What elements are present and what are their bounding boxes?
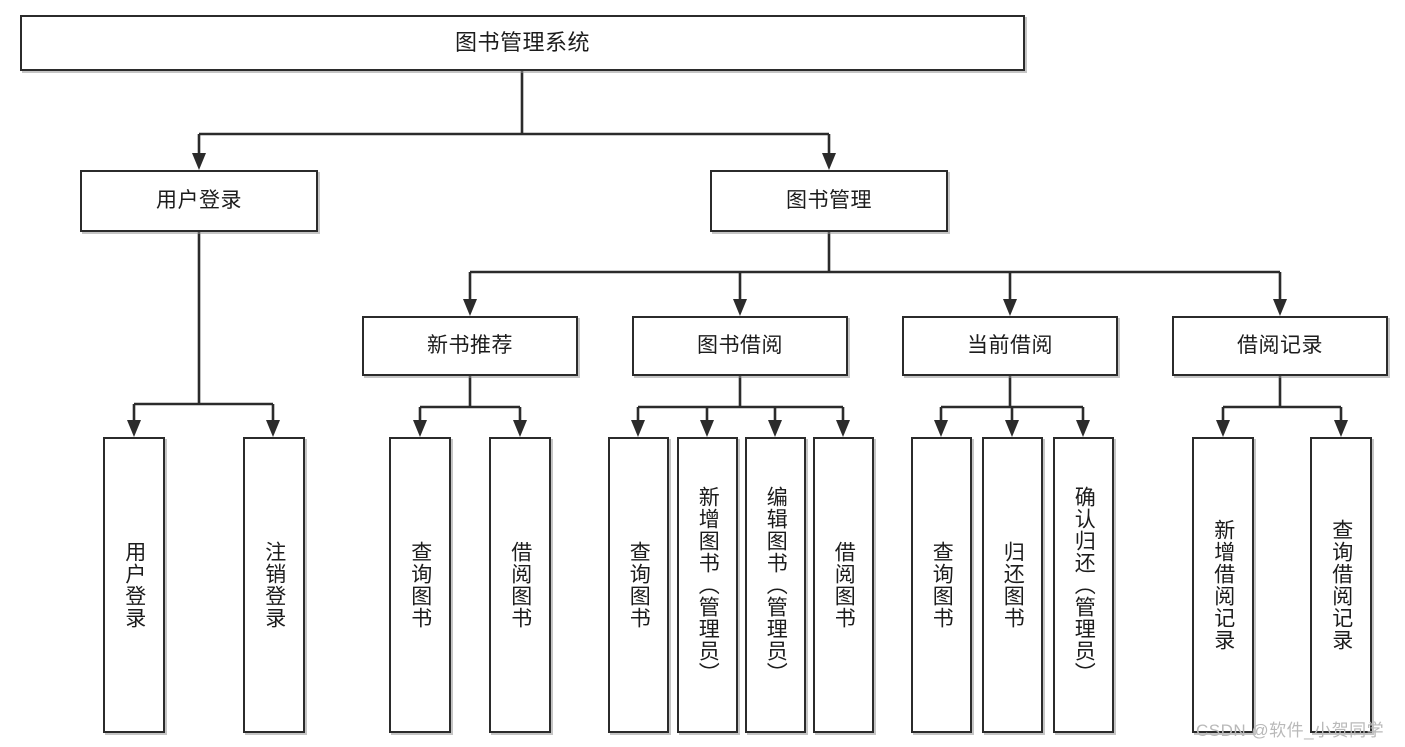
arrowhead [1076, 420, 1090, 437]
node-current-borrow: 当前借阅 [902, 316, 1118, 376]
arrowhead [1216, 420, 1230, 437]
node-label: 借阅记录 [1237, 334, 1323, 358]
arrowhead [1003, 299, 1017, 316]
arrowhead [513, 420, 527, 437]
node-label: 图书管理 [786, 189, 872, 213]
node-label: 归还图书 [1001, 541, 1025, 629]
arrowhead [822, 153, 836, 170]
arrowhead [934, 420, 948, 437]
node-label: 当前借阅 [967, 334, 1053, 358]
arrowhead [463, 299, 477, 316]
node-leaf-add-book: 新增图书（管理员） [677, 437, 738, 733]
node-leaf-query-book-3: 查询图书 [911, 437, 972, 733]
node-leaf-edit-book: 编辑图书（管理员） [745, 437, 806, 733]
node-leaf-logout: 注销登录 [243, 437, 305, 733]
node-label: 借阅图书 [832, 541, 856, 629]
node-leaf-query-book-1: 查询图书 [389, 437, 451, 733]
node-label: 图书管理系统 [454, 29, 590, 55]
node-book-borrow: 图书借阅 [632, 316, 848, 376]
node-label: 用户登录 [156, 189, 242, 213]
arrowhead [1273, 299, 1287, 316]
arrowhead [413, 420, 427, 437]
node-root: 图书管理系统 [20, 15, 1025, 71]
connector-new-book-rec-to-leaves [418, 376, 522, 424]
node-leaf-confirm-return: 确认归还（管理员） [1053, 437, 1114, 733]
node-leaf-query-book-2: 查询图书 [608, 437, 669, 733]
node-label: 确认归还（管理员） [1072, 486, 1096, 684]
connector-book-borrow-to-leaves [636, 376, 845, 424]
arrowhead [192, 153, 206, 170]
node-book-manage: 图书管理 [710, 170, 948, 232]
arrowhead [1005, 420, 1019, 437]
node-label: 查询图书 [627, 541, 651, 629]
arrowhead [836, 420, 850, 437]
arrowhead [733, 299, 747, 316]
connector-user-login-to-leaves [132, 232, 275, 424]
arrowhead [1334, 420, 1348, 437]
node-leaf-query-record: 查询借阅记录 [1310, 437, 1372, 733]
node-user-login: 用户登录 [80, 170, 318, 232]
node-leaf-return-book: 归还图书 [982, 437, 1043, 733]
node-label: 编辑图书（管理员） [764, 486, 788, 684]
arrowhead [631, 420, 645, 437]
node-label: 注销登录 [262, 541, 286, 629]
node-label: 新增图书（管理员） [696, 486, 720, 684]
node-leaf-borrow-book-1: 借阅图书 [489, 437, 551, 733]
arrowhead [127, 420, 141, 437]
connector-current-borrow-to-leaves [939, 376, 1085, 424]
node-label: 图书借阅 [697, 334, 783, 358]
node-label: 查询图书 [408, 541, 432, 629]
node-new-book-rec: 新书推荐 [362, 316, 578, 376]
arrowhead [700, 420, 714, 437]
node-label: 查询图书 [930, 541, 954, 629]
node-borrow-record: 借阅记录 [1172, 316, 1388, 376]
arrowhead-group [127, 153, 1348, 437]
node-label: 新书推荐 [427, 334, 513, 358]
node-leaf-add-record: 新增借阅记录 [1192, 437, 1254, 733]
node-label: 用户登录 [122, 541, 146, 629]
node-leaf-borrow-book-2: 借阅图书 [813, 437, 874, 733]
connector-book-manage-to-level3 [468, 232, 1282, 303]
node-label: 新增借阅记录 [1211, 519, 1235, 651]
arrowhead [266, 420, 280, 437]
node-label: 借阅图书 [508, 541, 532, 629]
node-leaf-user-login: 用户登录 [103, 437, 165, 733]
arrowhead [768, 420, 782, 437]
connector-root-to-level2 [197, 71, 831, 157]
node-label: 查询借阅记录 [1329, 519, 1353, 651]
connector-group [132, 71, 1343, 424]
connector-borrow-record-to-leaves [1221, 376, 1343, 424]
